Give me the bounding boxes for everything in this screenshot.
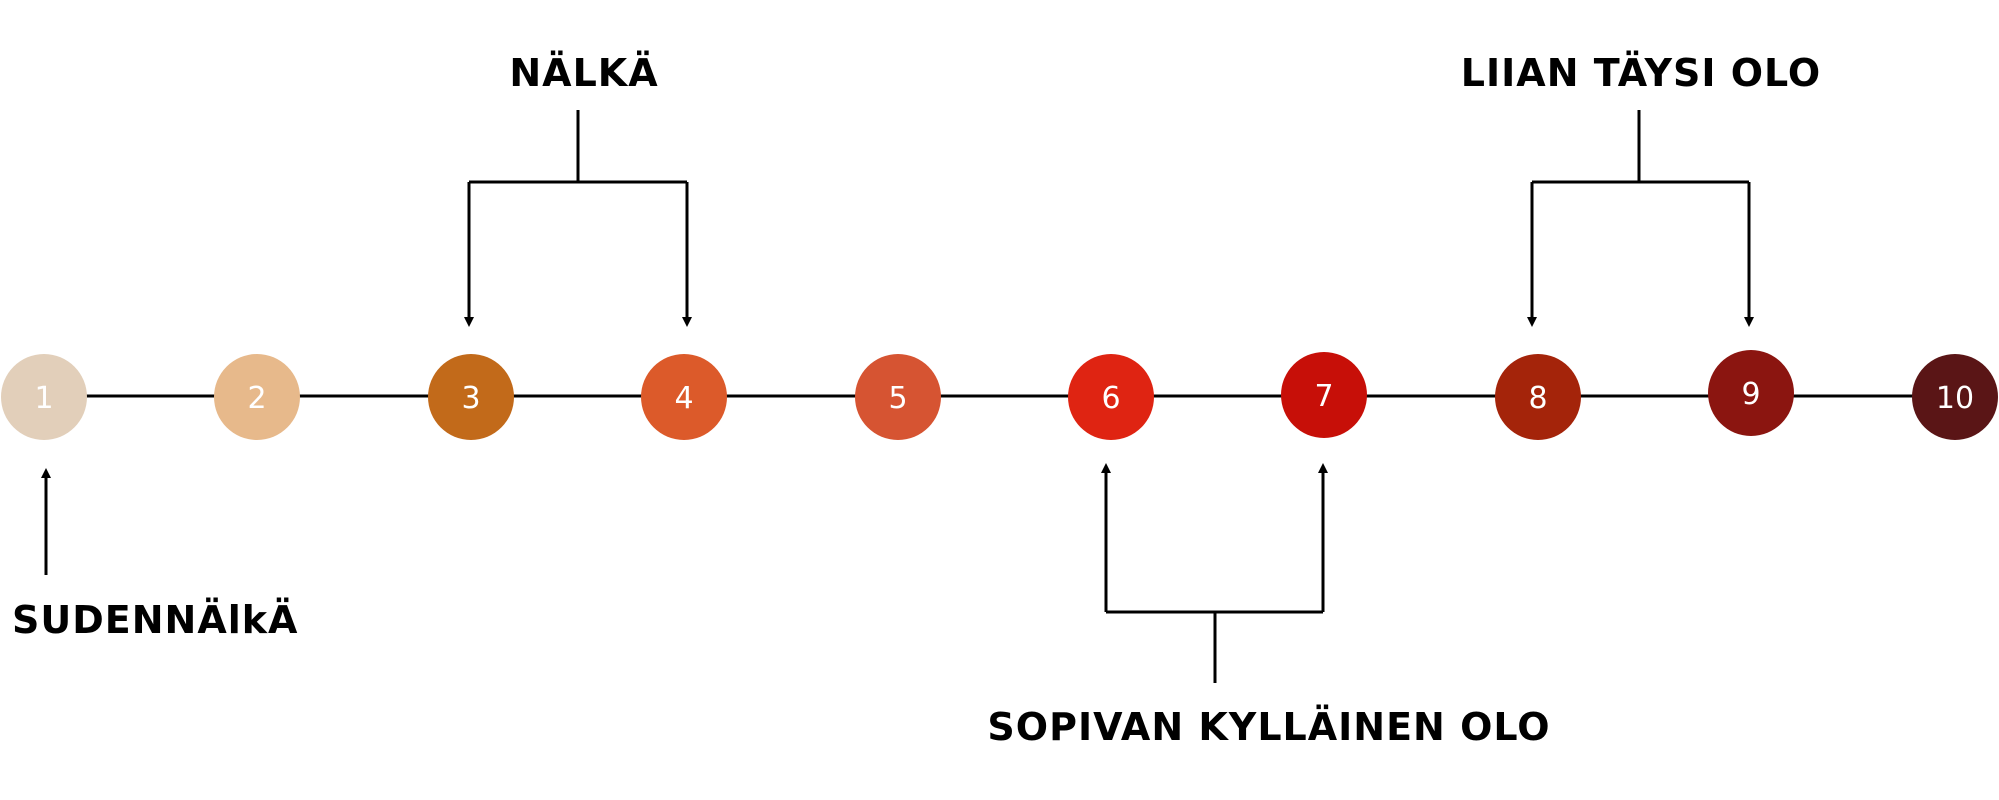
scale-node-number: 8 — [1528, 381, 1547, 416]
scale-node-circle — [1912, 354, 1998, 440]
scale-node-number: 6 — [1101, 381, 1120, 416]
scale-node-circle — [1708, 350, 1794, 436]
scale-node-8: 8 — [1495, 354, 1581, 440]
group-sudennalka: SUDENNÄlkÄ — [12, 468, 298, 642]
scale-nodes: 1 2 3 4 5 6 7 8 9 10 — [1, 350, 1998, 440]
scale-node-circle — [428, 354, 514, 440]
group-nalka: NÄLKÄ — [464, 51, 692, 327]
scale-node-circle — [855, 354, 941, 440]
scale-node-9: 9 — [1708, 350, 1794, 436]
scale-node-7: 7 — [1281, 352, 1367, 438]
scale-node-circle — [214, 354, 300, 440]
sopivan-label: SOPIVAN KYLLÄINEN OLO — [987, 705, 1550, 749]
scale-node-number: 4 — [674, 381, 693, 416]
scale-node-10: 10 — [1912, 354, 1998, 440]
scale-node-circle — [641, 354, 727, 440]
scale-node-1: 1 — [1, 354, 87, 440]
scale-node-number: 9 — [1741, 377, 1760, 412]
scale-node-circle — [1, 354, 87, 440]
scale-node-5: 5 — [855, 354, 941, 440]
group-liian: LIIAN TÄYSI OLO — [1461, 51, 1821, 327]
scale-node-circle — [1495, 354, 1581, 440]
scale-node-circle — [1281, 352, 1367, 438]
scale-node-number: 2 — [247, 381, 266, 416]
scale-node-number: 5 — [888, 381, 907, 416]
scale-node-2: 2 — [214, 354, 300, 440]
scale-node-circle — [1068, 354, 1154, 440]
scale-node-number: 10 — [1936, 381, 1974, 416]
scale-node-4: 4 — [641, 354, 727, 440]
nalka-label: NÄLKÄ — [509, 51, 658, 95]
group-sopivan: SOPIVAN KYLLÄINEN OLO — [987, 463, 1550, 749]
scale-node-3: 3 — [428, 354, 514, 440]
scale-node-6: 6 — [1068, 354, 1154, 440]
scale-node-number: 7 — [1314, 379, 1333, 414]
scale-node-number: 1 — [34, 381, 53, 416]
sudennalka-label: SUDENNÄlkÄ — [12, 598, 298, 642]
scale-node-number: 3 — [461, 381, 480, 416]
liian-label: LIIAN TÄYSI OLO — [1461, 51, 1821, 95]
